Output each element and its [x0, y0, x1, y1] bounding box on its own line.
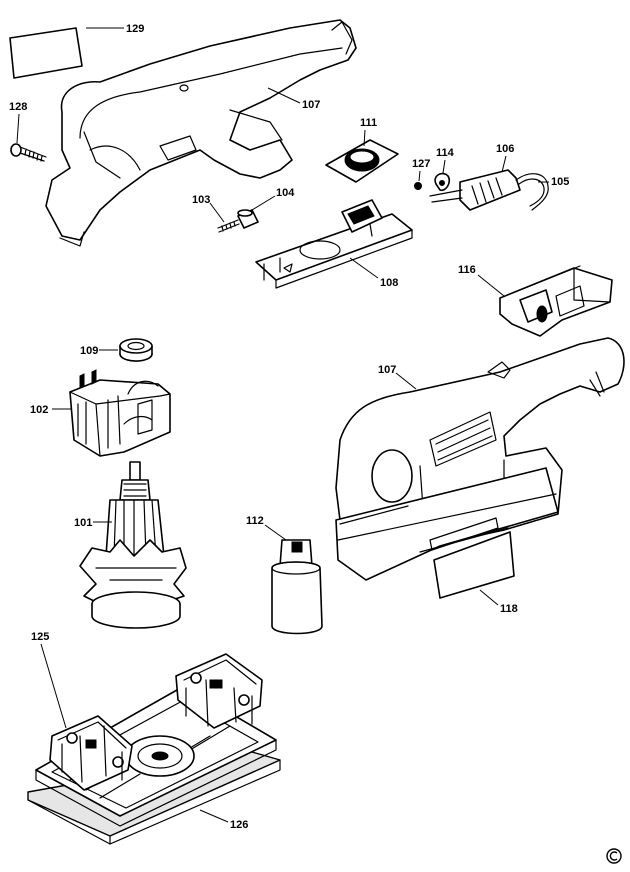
part-111-switch-button [325, 139, 399, 183]
callout-107-housing: 107 [302, 99, 320, 111]
copyright-symbol [606, 848, 622, 864]
part-105-power-cable [515, 173, 549, 211]
callout-101: 101 [74, 517, 92, 529]
callout-127: 127 [412, 158, 430, 170]
callout-102: 102 [30, 404, 48, 416]
part-114-cord-clamp [434, 172, 451, 192]
part-101-armature [79, 461, 187, 629]
part-107-housing-half [45, 19, 357, 247]
part-112-brush-holder [271, 539, 323, 635]
part-127-screw [414, 182, 422, 190]
callout-112: 112 [246, 515, 264, 527]
part-129-label-plate [9, 27, 83, 79]
callout-126: 126 [230, 819, 248, 831]
part-102-field-stator [69, 369, 171, 457]
callout-104: 104 [276, 187, 295, 199]
callout-111: 111 [360, 117, 377, 129]
callout-103: 103 [192, 194, 210, 206]
callout-129: 129 [126, 23, 144, 35]
part-109-bearing [119, 338, 153, 362]
part-125-base-plate [35, 653, 277, 827]
callout-128: 128 [9, 101, 27, 113]
callout-108: 108 [380, 277, 398, 289]
callout-109: 109 [80, 345, 98, 357]
part-106-cord-guard [429, 169, 521, 211]
callout-106: 106 [496, 143, 514, 155]
callout-125: 125 [31, 631, 49, 643]
part-104-capacitor [237, 209, 259, 229]
callout-116: 116 [458, 264, 476, 276]
part-128-screw [10, 143, 47, 162]
part-116-switch-block [499, 265, 613, 337]
part-108-switch-plate [255, 199, 413, 289]
part-107-assembled-sander [335, 337, 625, 599]
callout-114: 114 [436, 147, 455, 159]
part-103-screw [217, 219, 240, 233]
callout-118: 118 [500, 603, 518, 615]
callout-105: 105 [551, 176, 569, 188]
callout-107-sander: 107 [378, 364, 396, 376]
